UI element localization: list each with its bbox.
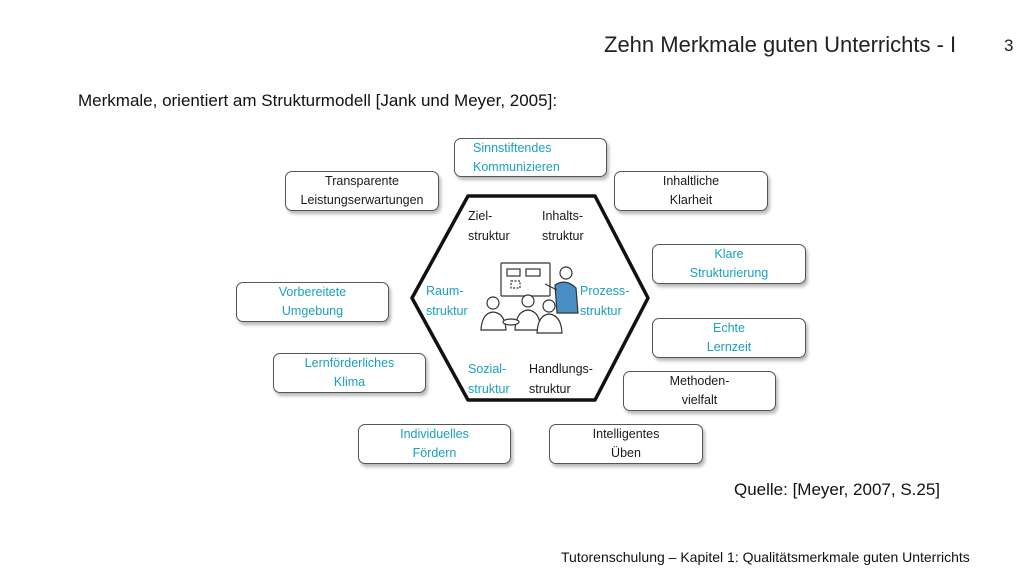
struktur-label-prozess: Prozess- struktur <box>580 284 630 318</box>
merkmal-box-individuelles: Individuelles Fördern <box>358 424 511 464</box>
merkmal-box-echte: Echte Lernzeit <box>652 318 806 358</box>
struktur-label-inhalts: Inhalts- struktur <box>542 209 584 243</box>
page-number: 3 <box>1004 36 1014 55</box>
struktur-label-ziel: Ziel- struktur <box>468 209 510 243</box>
struktur-label-handlungs: Handlungs- struktur <box>529 362 593 396</box>
merkmal-box-klare: Klare Strukturierung <box>652 244 806 284</box>
struktur-label-sozial: Sozial- struktur <box>468 362 510 396</box>
merkmal-box-inhaltliche: Inhaltliche Klarheit <box>614 171 768 211</box>
merkmal-label: Sinnstiftendes Kommunizieren <box>473 140 560 174</box>
merkmal-label: Intelligentes Üben <box>592 427 660 460</box>
struktur-label-raum: Raum- struktur <box>426 284 468 318</box>
merkmal-label: Lernförderliches Klima <box>304 356 395 389</box>
merkmal-box-intelligentes: Intelligentes Üben <box>549 424 703 464</box>
merkmal-box-sinnstiftendes: Sinnstiftendes Kommunizieren <box>454 138 607 177</box>
subtitle: Merkmale, orientiert am Strukturmodell [… <box>78 91 558 110</box>
merkmal-label: Transparente Leistungserwartungen <box>300 174 424 207</box>
merkmal-box-transparente: Transparente Leistungserwartungen <box>285 171 439 211</box>
footer: Tutorenschulung – Kapitel 1: Qualitätsme… <box>561 549 970 565</box>
merkmal-label: Vorbereitete Umgebung <box>278 285 347 318</box>
merkmal-box-vorbereitete: Vorbereitete Umgebung <box>236 282 389 322</box>
merkmal-label: Klare Strukturierung <box>689 247 769 280</box>
slide-title: Zehn Merkmale guten Unterrichts - I <box>604 32 957 57</box>
merkmal-label: Inhaltliche Klarheit <box>662 174 720 207</box>
merkmal-box-methoden: Methoden- vielfalt <box>623 371 776 411</box>
merkmal-label: Individuelles Fördern <box>400 427 469 460</box>
merkmal-label: Methoden- vielfalt <box>669 374 730 407</box>
merkmal-label: Echte Lernzeit <box>706 321 752 354</box>
source-citation: Quelle: [Meyer, 2007, S.25] <box>734 480 941 499</box>
merkmal-box-lernfoerderliches: Lernförderliches Klima <box>273 353 426 393</box>
